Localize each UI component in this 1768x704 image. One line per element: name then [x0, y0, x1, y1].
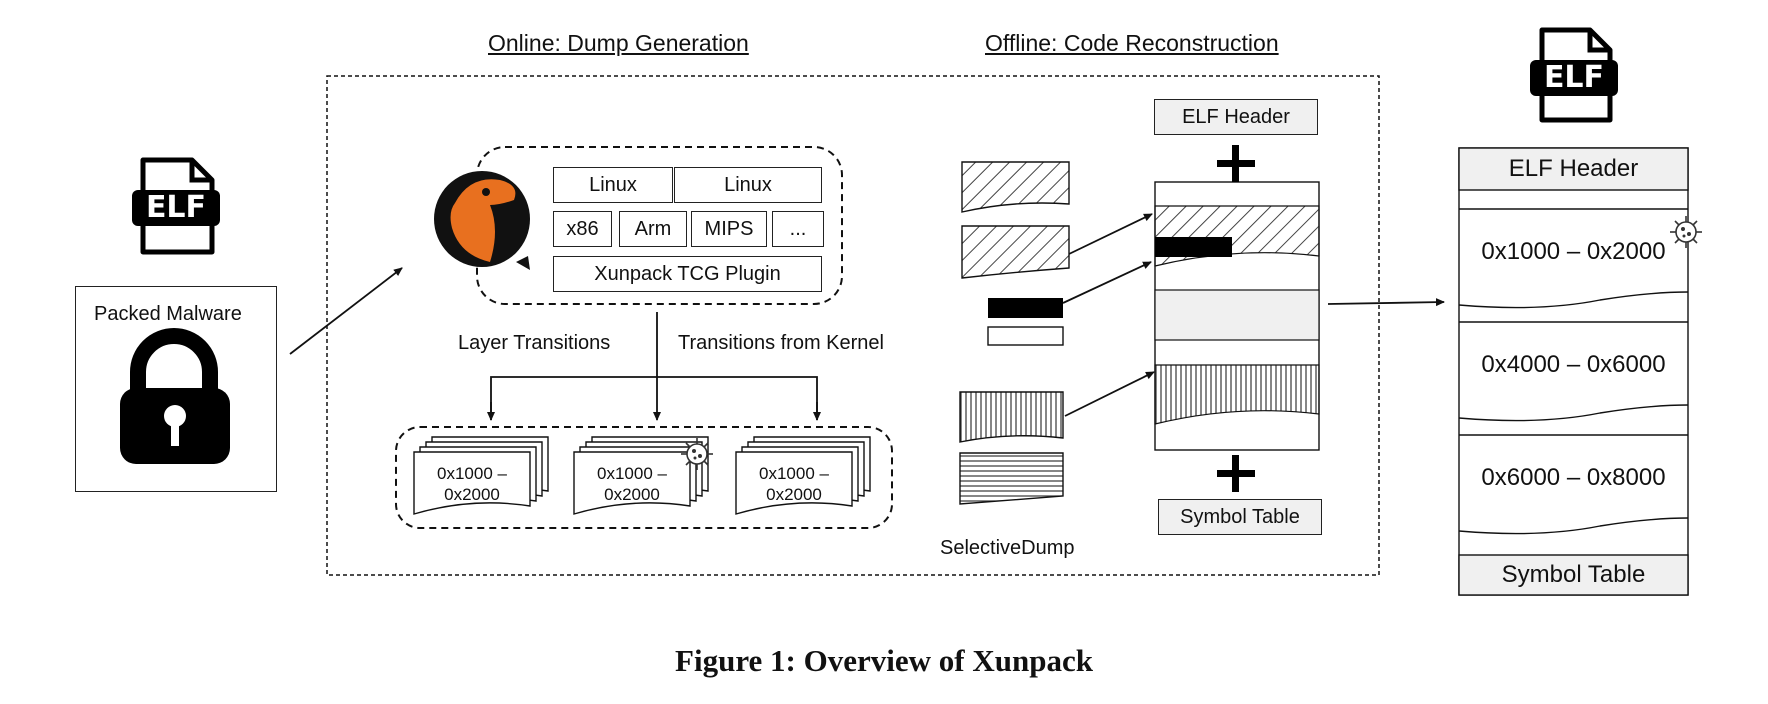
virus-icon: [681, 438, 713, 470]
offline-section-title: Offline: Code Reconstruction: [985, 30, 1279, 56]
dump-page-stack-2: [573, 436, 709, 515]
fragment-diag-1: [961, 161, 1070, 213]
elf-icon-text-left: ELF: [145, 190, 207, 225]
arch-cell-arm: Arm: [619, 211, 687, 247]
os-cell-linux-2: Linux: [674, 167, 822, 203]
arch-cell-more: ...: [772, 211, 824, 247]
fragment-solid: [988, 298, 1063, 318]
dump-page-stack-3: [735, 436, 871, 515]
figure-caption: Figure 1: Overview of Xunpack: [675, 643, 1093, 678]
fragment-diag-2: [961, 225, 1070, 279]
arrow-to-output: [1327, 298, 1445, 307]
dump-page-2: 0x1000 –0x2000: [597, 464, 667, 504]
fragment-blank: [987, 326, 1064, 346]
elf-file-icon-right: [1530, 27, 1618, 123]
offline-elf-header: ELF Header: [1154, 99, 1318, 135]
elf-icon-text-right: ELF: [1543, 60, 1605, 95]
arch-cell-x86: x86: [553, 211, 612, 247]
dump-page-1: 0x1000 –0x2000: [437, 464, 507, 504]
arch-cell-mips: MIPS: [691, 211, 767, 247]
os-cell-linux-1: Linux: [553, 167, 673, 203]
packed-malware-box: [75, 286, 277, 492]
dump-page-stack-1: [413, 436, 549, 515]
dump-page-3: 0x1000 –0x2000: [759, 464, 829, 504]
output-segment-3: 0x6000 – 0x8000: [1481, 464, 1666, 491]
xunpack-tcg-plugin: Xunpack TCG Plugin: [553, 256, 822, 292]
qemu-logo-icon: [434, 171, 530, 270]
kernel-transitions-label: Transitions from Kernel: [678, 332, 884, 354]
plus-icon-bottom: [1217, 455, 1255, 492]
output-segment-2: 0x4000 – 0x6000: [1481, 351, 1666, 378]
plus-icon-top: [1217, 145, 1255, 182]
output-symbol-table: Symbol Table: [1501, 561, 1646, 588]
fragment-horiz: [959, 452, 1064, 505]
layer-transitions-label: Layer Transitions: [458, 332, 611, 354]
arrow-malware-to-emulator: [289, 267, 403, 355]
virus-icon-output: [1670, 216, 1702, 248]
elf-file-icon-left: [132, 157, 220, 255]
packed-malware-label: Packed Malware: [94, 303, 242, 325]
output-elf-header: ELF Header: [1508, 155, 1639, 182]
lock-icon: [120, 328, 230, 464]
online-section-title: Online: Dump Generation: [488, 30, 749, 56]
output-binary: [1458, 147, 1689, 596]
selective-dump-label: SelectiveDump: [940, 537, 1075, 559]
output-segment-1: 0x1000 – 0x2000: [1481, 238, 1666, 265]
offline-symbol-table: Symbol Table: [1158, 499, 1322, 535]
fragment-vert: [959, 391, 1064, 443]
